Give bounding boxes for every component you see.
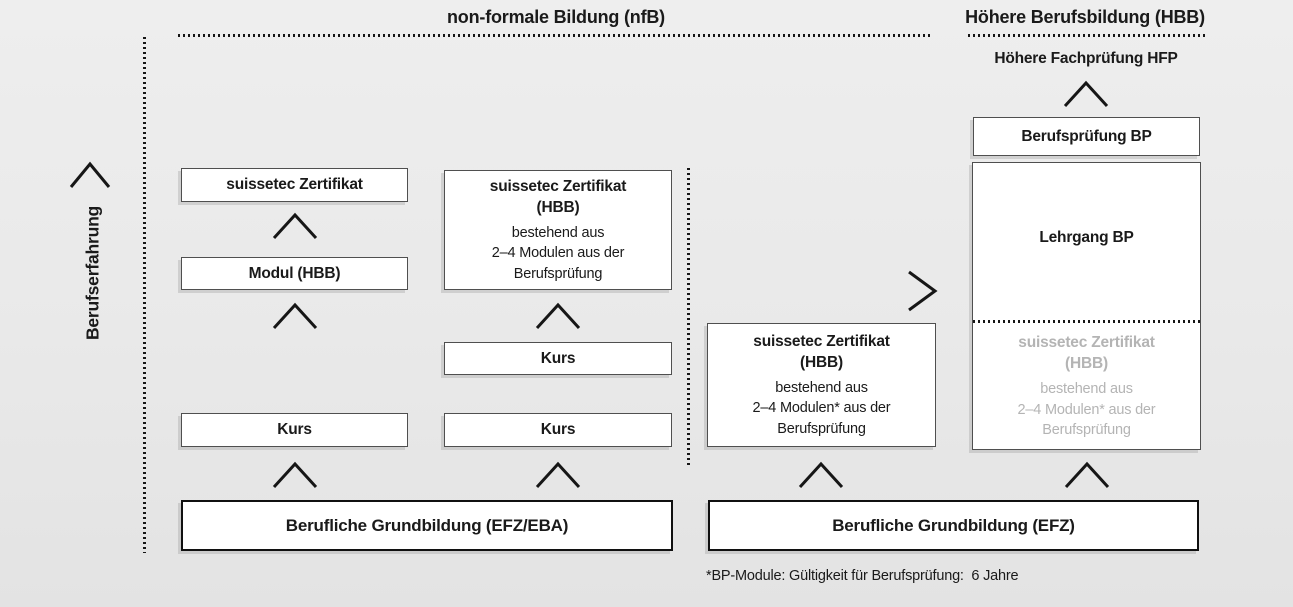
cert-subtitle: (HBB) — [800, 353, 843, 371]
cert-body-line2: 2–4 Modulen aus der — [491, 245, 625, 262]
axis-left-dotted-line — [143, 37, 146, 553]
divider-hbb-dotted-line — [968, 34, 1208, 37]
box-suissetec-zertifikat: suissetec Zertifikat — [181, 168, 408, 202]
cert-subtitle: (HBB) — [536, 198, 580, 216]
chevron-up-icon — [534, 301, 582, 331]
lehrgang-inner-dotted-line — [973, 320, 1200, 323]
lehrgang-bp-label: Lehrgang BP — [1039, 229, 1134, 246]
cert-body-line2: 2–4 Modulen* aus der — [752, 400, 891, 417]
chevron-up-icon — [68, 160, 112, 190]
footnote-bp-module: *BP-Module: Gültigkeit für Berufsprüfung… — [706, 568, 1019, 584]
box-lehrgang-bp: Lehrgang BP suissetec Zertifikat (HBB) b… — [972, 162, 1201, 450]
cert-body-line3: Berufsprüfung — [777, 420, 866, 437]
box-berufliche-grundbildung-efz-eba: Berufliche Grundbildung (EFZ/EBA) — [181, 500, 673, 551]
cert-title: suissetec Zertifikat — [489, 177, 627, 195]
box-kurs-col2-lower-label: Kurs — [540, 421, 576, 438]
cert-title: suissetec Zertifikat — [753, 332, 890, 350]
cert-body: bestehend aus 2–4 Modulen* aus der Beruf… — [753, 378, 891, 440]
cert-title: suissetec Zertifikat — [1018, 334, 1155, 351]
chevron-up-icon — [271, 460, 319, 490]
box-kurs-col2-lower: Kurs — [444, 413, 672, 447]
box-berufliche-grundbildung-efz: Berufliche Grundbildung (EFZ) — [708, 500, 1199, 551]
chevron-right-icon — [905, 268, 939, 314]
box-suissetec-zertifikat-hbb-bp: suissetec Zertifikat (HBB) bestehend aus… — [707, 323, 936, 447]
chevron-up-icon — [1063, 460, 1111, 490]
chevron-up-icon — [1062, 79, 1110, 109]
lehrgang-included-certificate: suissetec Zertifikat (HBB) bestehend aus… — [973, 332, 1200, 441]
box-berufliche-grundbildung-efz-eba-label: Berufliche Grundbildung (EFZ/EBA) — [285, 515, 569, 535]
box-kurs-col1: Kurs — [181, 413, 408, 447]
header-hoehere-berufsbildung: Höhere Berufsbildung (HBB) — [965, 7, 1205, 27]
chevron-up-icon — [797, 460, 845, 490]
cert-body: bestehend aus 2–4 Modulen aus der Berufs… — [491, 223, 625, 285]
cert-body-line1: bestehend aus — [775, 379, 868, 396]
experience-axis-label: Berufserfahrung — [82, 205, 103, 341]
box-kurs-col2-upper: Kurs — [444, 342, 672, 375]
divider-nfb-dotted-line — [178, 34, 932, 37]
box-kurs-col2-upper-label: Kurs — [540, 349, 576, 367]
box-berufspruefung-bp: Berufsprüfung BP — [973, 117, 1200, 156]
box-suissetec-zertifikat-hbb-nfb: suissetec Zertifikat (HBB) bestehend aus… — [444, 170, 672, 290]
divider-middle-dotted-line — [687, 168, 690, 468]
box-suissetec-zertifikat-label: suissetec Zertifikat — [226, 176, 363, 193]
box-berufspruefung-bp-label: Berufsprüfung BP — [1021, 127, 1152, 145]
box-modul-hbb: Modul (HBB) — [181, 257, 408, 290]
cert-body-line1: bestehend aus — [1040, 381, 1133, 397]
hfp-label: Höhere Fachprüfung HFP — [994, 50, 1178, 67]
chevron-up-icon — [534, 460, 582, 490]
cert-body-line2: 2–4 Modulen* aus der — [1017, 401, 1156, 418]
box-kurs-col1-label: Kurs — [277, 421, 312, 438]
box-berufliche-grundbildung-efz-label: Berufliche Grundbildung (EFZ) — [832, 515, 1075, 535]
box-modul-hbb-label: Modul (HBB) — [248, 264, 341, 282]
cert-subtitle: (HBB) — [1065, 355, 1108, 372]
header-non-formale-bildung: non-formale Bildung (nfB) — [447, 7, 665, 27]
cert-body-line3: Berufsprüfung — [513, 265, 603, 282]
chevron-up-icon — [271, 301, 319, 331]
chevron-up-icon — [271, 211, 319, 241]
cert-body: bestehend aus 2–4 Modulen* aus der Beruf… — [973, 379, 1200, 441]
cert-body-line1: bestehend aus — [511, 224, 605, 241]
cert-body-line3: Berufsprüfung — [1042, 422, 1131, 438]
